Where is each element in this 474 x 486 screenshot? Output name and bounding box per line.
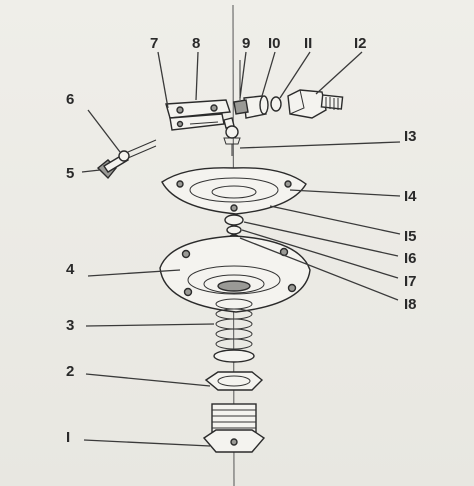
callout-2: 2	[66, 363, 74, 380]
leader-4	[87, 269, 181, 277]
callout-4: 4	[66, 261, 75, 278]
callout-8: 8	[192, 35, 200, 52]
part-7-8-lever-assembly	[165, 99, 235, 131]
callout-12: I2	[354, 35, 367, 52]
leader-1	[83, 439, 211, 447]
leader-18	[239, 237, 399, 301]
callout-17: I7	[404, 273, 417, 290]
part-5-6-valve	[96, 139, 157, 180]
leader-2	[85, 373, 211, 387]
part-11-ring	[270, 96, 282, 112]
callout-15: I5	[404, 228, 417, 245]
leader-17	[241, 229, 399, 279]
part-3-spring	[213, 298, 255, 363]
part-2-hex-nut	[204, 371, 264, 391]
callout-6: 6	[66, 91, 74, 108]
leader-3	[85, 323, 215, 327]
leader-8	[195, 51, 199, 101]
callout-9: 9	[242, 35, 250, 52]
callout-7: 7	[150, 35, 158, 52]
callout-5: 5	[66, 165, 74, 182]
part-4-housing	[159, 235, 311, 313]
callout-10: I0	[268, 35, 281, 52]
callout-14: I4	[404, 188, 417, 205]
callout-11: II	[304, 35, 312, 52]
leader-16	[243, 221, 399, 257]
leader-6	[87, 109, 121, 153]
leader-9	[239, 51, 247, 99]
callout-1: I	[66, 429, 70, 446]
leader-15	[269, 205, 401, 235]
part-10-cylinder	[243, 95, 269, 119]
callout-3: 3	[66, 317, 74, 334]
callout-16: I6	[404, 250, 417, 267]
part-14-upper-plate	[161, 167, 307, 215]
leader-11	[279, 51, 311, 99]
callout-18: I8	[404, 296, 417, 313]
callout-13: I3	[404, 128, 417, 145]
leader-13	[239, 141, 401, 149]
part-13-pin	[223, 125, 241, 156]
leader-10	[261, 51, 276, 97]
leader-5	[81, 169, 101, 173]
leader-12	[315, 51, 363, 95]
part-1-base-bolt	[202, 403, 266, 453]
leader-7	[157, 51, 169, 109]
part-12-fitting	[287, 89, 344, 119]
leader-14	[289, 189, 401, 197]
